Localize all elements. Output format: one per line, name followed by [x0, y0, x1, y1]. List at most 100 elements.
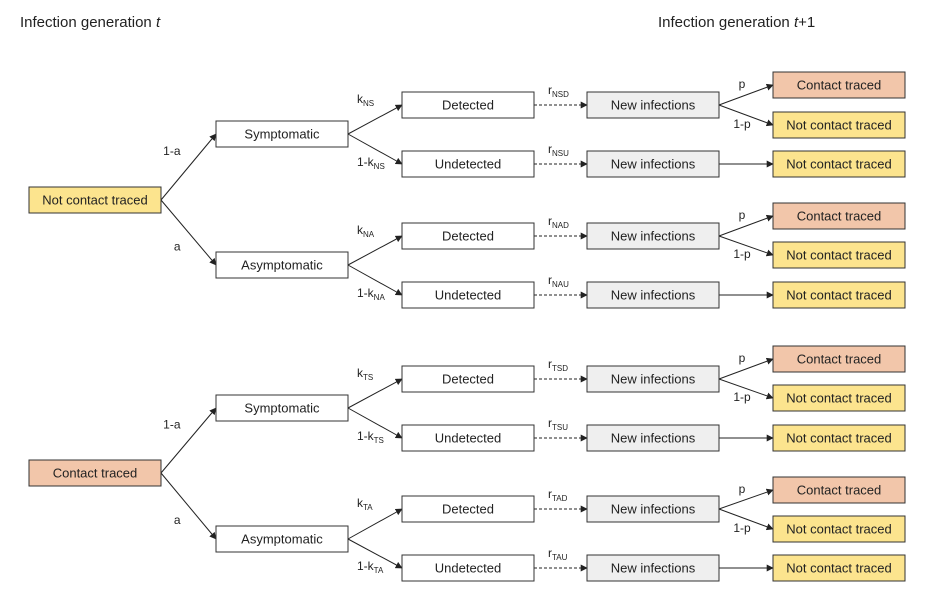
- new-infections-0-1-0-label: New infections: [611, 229, 696, 244]
- out-traced-1-1-label: Contact traced: [797, 483, 882, 498]
- detected-1-1: Detected: [401, 495, 535, 523]
- state-1-1-label: Asymptomatic: [241, 532, 323, 547]
- edge-newinf-traced-1-0: [718, 357, 774, 380]
- rate-label-0-0-0: rNSD: [548, 83, 569, 99]
- k-label-0-0-0: kNS: [357, 92, 374, 108]
- edge-newinf-traced-0-0: [718, 83, 774, 106]
- out-not-traced-1-1: Not contact traced: [772, 515, 906, 543]
- k-label-0-1-0: kNA: [357, 223, 375, 239]
- undetected-0-0-label: Undetected: [435, 157, 502, 172]
- new-infections-0-0-0-label: New infections: [611, 98, 696, 113]
- edge-newinf-not-traced-1-1: [718, 508, 774, 531]
- state-1-0-label: Symptomatic: [244, 401, 320, 416]
- new-infections-1-0-1-label: New infections: [611, 431, 696, 446]
- new-infections-0-1-1-label: New infections: [611, 288, 696, 303]
- one-minus-p-label-0-0: 1-p: [733, 117, 751, 131]
- prob-label-0-1: a: [174, 240, 181, 254]
- edge-state-undetected-1-0: [347, 407, 403, 439]
- header-generation-t: Infection generation t: [20, 14, 160, 31]
- state-0-1-label: Asymptomatic: [241, 258, 323, 273]
- undetected-1-0-label: Undetected: [435, 431, 502, 446]
- out-undetected-not-traced-0-1: Not contact traced: [772, 281, 906, 309]
- out-undetected-not-traced-0-0: Not contact traced: [772, 150, 906, 178]
- new-infections-1-1-1: New infections: [586, 554, 720, 582]
- out-traced-1-0-label: Contact traced: [797, 352, 882, 367]
- root-1-label: Contact traced: [53, 466, 138, 481]
- state-0-0-label: Symptomatic: [244, 127, 320, 142]
- k-label-1-1-1: 1-kTA: [357, 559, 384, 575]
- edge-root-state-1-1: [160, 472, 217, 540]
- prob-label-1-1: a: [174, 513, 181, 527]
- out-traced-0-1: Contact traced: [772, 202, 906, 230]
- edge-root-state-0-0: [160, 133, 217, 201]
- edge-state-detected-1-0: [347, 378, 403, 409]
- rate-label-1-1-1: rTAU: [548, 546, 568, 562]
- rate-label-1-0-1: rTSU: [548, 416, 568, 432]
- new-infections-0-0-1-label: New infections: [611, 157, 696, 172]
- out-undetected-not-traced-0-1-label: Not contact traced: [786, 288, 892, 303]
- k-label-1-0-0: kTS: [357, 366, 373, 382]
- new-infections-1-1-1-label: New infections: [611, 561, 696, 576]
- rate-label-0-0-1: rNSU: [548, 142, 569, 158]
- undetected-0-0: Undetected: [401, 150, 535, 178]
- edge-root-state-1-0: [160, 407, 217, 474]
- edge-state-undetected-1-1: [347, 538, 403, 569]
- new-infections-0-1-0: New infections: [586, 222, 720, 250]
- prob-label-1-0: 1-a: [163, 418, 181, 432]
- p-label-1-1: p: [739, 482, 746, 496]
- new-infections-0-0-0: New infections: [586, 91, 720, 119]
- out-undetected-not-traced-1-0: Not contact traced: [772, 424, 906, 452]
- new-infections-1-0-0: New infections: [586, 365, 720, 393]
- header-left-text: Infection generation: [20, 14, 156, 31]
- header-right-text: Infection generation: [658, 14, 794, 31]
- prob-label-0-0: 1-a: [163, 144, 181, 158]
- root-1: Contact traced: [28, 459, 162, 487]
- edge-state-undetected-0-1: [347, 264, 403, 296]
- root-0: Not contact traced: [28, 186, 162, 214]
- out-undetected-not-traced-1-1-label: Not contact traced: [786, 561, 892, 576]
- out-traced-1-1: Contact traced: [772, 476, 906, 504]
- edge-newinf-not-traced-1-0: [718, 378, 774, 400]
- one-minus-p-label-0-1: 1-p: [733, 247, 751, 261]
- edge-newinf-not-traced-0-1: [718, 235, 774, 257]
- state-0-0: Symptomatic: [215, 120, 349, 148]
- detected-0-1-label: Detected: [442, 229, 494, 244]
- out-not-traced-0-0-label: Not contact traced: [786, 118, 892, 133]
- out-not-traced-1-1-label: Not contact traced: [786, 522, 892, 537]
- new-infections-0-0-1: New infections: [586, 150, 720, 178]
- out-not-traced-0-1-label: Not contact traced: [786, 248, 892, 263]
- edge-newinf-not-traced-0-0: [718, 104, 774, 127]
- out-not-traced-1-0-label: Not contact traced: [786, 391, 892, 406]
- out-undetected-not-traced-1-1: Not contact traced: [772, 554, 906, 582]
- out-not-traced-0-1: Not contact traced: [772, 241, 906, 269]
- undetected-1-1-label: Undetected: [435, 561, 502, 576]
- out-not-traced-1-0: Not contact traced: [772, 384, 906, 412]
- state-1-0: Symptomatic: [215, 394, 349, 422]
- out-traced-1-0: Contact traced: [772, 345, 906, 373]
- one-minus-p-label-1-0: 1-p: [733, 390, 751, 404]
- out-traced-0-0-label: Contact traced: [797, 78, 882, 93]
- k-label-1-1-0: kTA: [357, 496, 373, 512]
- edge-newinf-traced-1-1: [718, 488, 774, 510]
- detected-0-0-label: Detected: [442, 98, 494, 113]
- new-infections-1-0-1: New infections: [586, 424, 720, 452]
- out-traced-0-0: Contact traced: [772, 71, 906, 99]
- root-0-label: Not contact traced: [42, 193, 148, 208]
- rate-label-1-0-0: rTSD: [548, 357, 568, 373]
- detected-1-0: Detected: [401, 365, 535, 393]
- rate-label-0-1-0: rNAD: [548, 214, 569, 230]
- edge-state-detected-1-1: [347, 508, 403, 540]
- edge-state-detected-0-1: [347, 235, 403, 266]
- detected-1-0-label: Detected: [442, 372, 494, 387]
- header-left-var: t: [155, 14, 161, 31]
- detected-0-1: Detected: [401, 222, 535, 250]
- rate-label-0-1-1: rNAU: [548, 273, 569, 289]
- out-not-traced-0-0: Not contact traced: [772, 111, 906, 139]
- header-right-suffix: +1: [798, 14, 816, 31]
- one-minus-p-label-1-1: 1-p: [733, 521, 751, 535]
- state-1-1: Asymptomatic: [215, 525, 349, 553]
- out-undetected-not-traced-0-0-label: Not contact traced: [786, 157, 892, 172]
- header-right-var: t: [793, 14, 799, 31]
- edge-root-state-0-1: [160, 199, 217, 266]
